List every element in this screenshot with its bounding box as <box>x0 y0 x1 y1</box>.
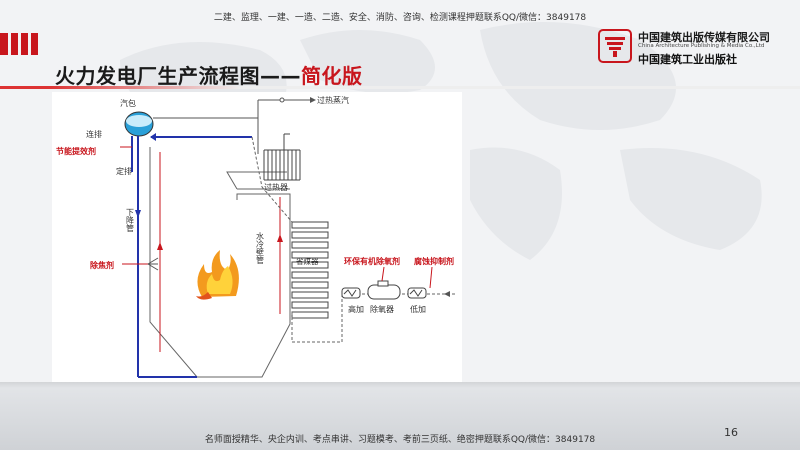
additive-arrows <box>120 146 433 289</box>
logo-emblem-icon <box>598 29 632 63</box>
label-economizer: 省煤器 <box>296 256 319 266</box>
page-number: 16 <box>724 426 738 439</box>
label-eco-deoxidizer: 环保有机除氧剂 <box>344 256 400 266</box>
logo-name-en: China Architecture Publishing & Media Co… <box>638 43 765 49</box>
label-water-wall: 水冷壁管 <box>256 231 265 265</box>
label-lp-heater: 低加 <box>410 304 426 314</box>
logo-name-cn: 中国建筑出版传媒有限公司 <box>638 31 770 44</box>
flame-icon <box>196 250 239 300</box>
title-highlight: 简化版 <box>301 64 363 88</box>
decoking-nozzle-icon <box>147 257 159 271</box>
wall-arrow-up-left-icon <box>157 242 163 250</box>
diagram-panel <box>52 92 462 382</box>
downcomer-pipe <box>131 136 252 378</box>
floor-shadow <box>0 382 800 388</box>
water-wall-pipe <box>159 152 281 352</box>
title-underline <box>0 86 800 89</box>
deaerator <box>367 280 401 300</box>
title-main: 火力发电厂生产流程图—— <box>55 64 301 88</box>
label-corrosion-inhibitor: 腐蚀抑制剂 <box>414 256 454 266</box>
power-plant-flow-diagram: 汽包 连排 定排 过热蒸汽 过热器 省煤器 高加 除氧器 低加 下降管 水冷壁管… <box>56 95 457 378</box>
logo-name-cn2: 中国建筑工业出版社 <box>638 53 737 66</box>
return-arrow-icon <box>150 133 156 141</box>
steam-valve-icon <box>279 97 285 103</box>
bottom-banner-text: 名师面授精华、央企内训、考点串讲、习题模考、考前三页纸、绝密押题联系QQ/微信：… <box>204 435 596 445</box>
top-banner-text: 二建、监理、一建、一造、二造、安全、消防、咨询、检测课程押题联系QQ/微信：38… <box>213 13 587 23</box>
label-deaerator: 除氧器 <box>370 304 394 314</box>
feedwater-line <box>251 136 457 343</box>
lp-heater <box>407 287 427 299</box>
wall-arrow-up-right-icon <box>277 234 283 242</box>
label-superheater: 过热器 <box>264 182 288 192</box>
steam-out-arrow-icon <box>310 97 316 103</box>
label-downcomer: 下降管 <box>126 208 135 233</box>
feed-in-arrow-icon <box>444 291 450 297</box>
downcomer-arrow-icon <box>135 210 141 218</box>
publisher-logo: 中国建筑出版传媒有限公司 China Architecture Publishi… <box>598 27 798 67</box>
label-energy-additive: 节能提效剂 <box>56 146 96 156</box>
steam-line <box>153 99 310 154</box>
red-accent-bar <box>0 33 38 55</box>
label-hp-heater: 高加 <box>348 304 364 314</box>
label-periodic-blowdown: 定排 <box>116 166 132 176</box>
floor-band <box>0 382 800 450</box>
label-superheated-steam: 过热蒸汽 <box>317 95 349 105</box>
slide-title: 火力发电厂生产流程图——简化版 <box>55 60 363 89</box>
label-decoking-agent: 除焦剂 <box>90 260 114 270</box>
superheater-coils <box>263 133 301 181</box>
label-continuous-blowdown: 连排 <box>86 129 102 139</box>
hp-heater <box>341 287 361 299</box>
economizer-coils <box>291 221 329 319</box>
label-drum: 汽包 <box>120 98 136 108</box>
steam-drum <box>124 111 154 137</box>
